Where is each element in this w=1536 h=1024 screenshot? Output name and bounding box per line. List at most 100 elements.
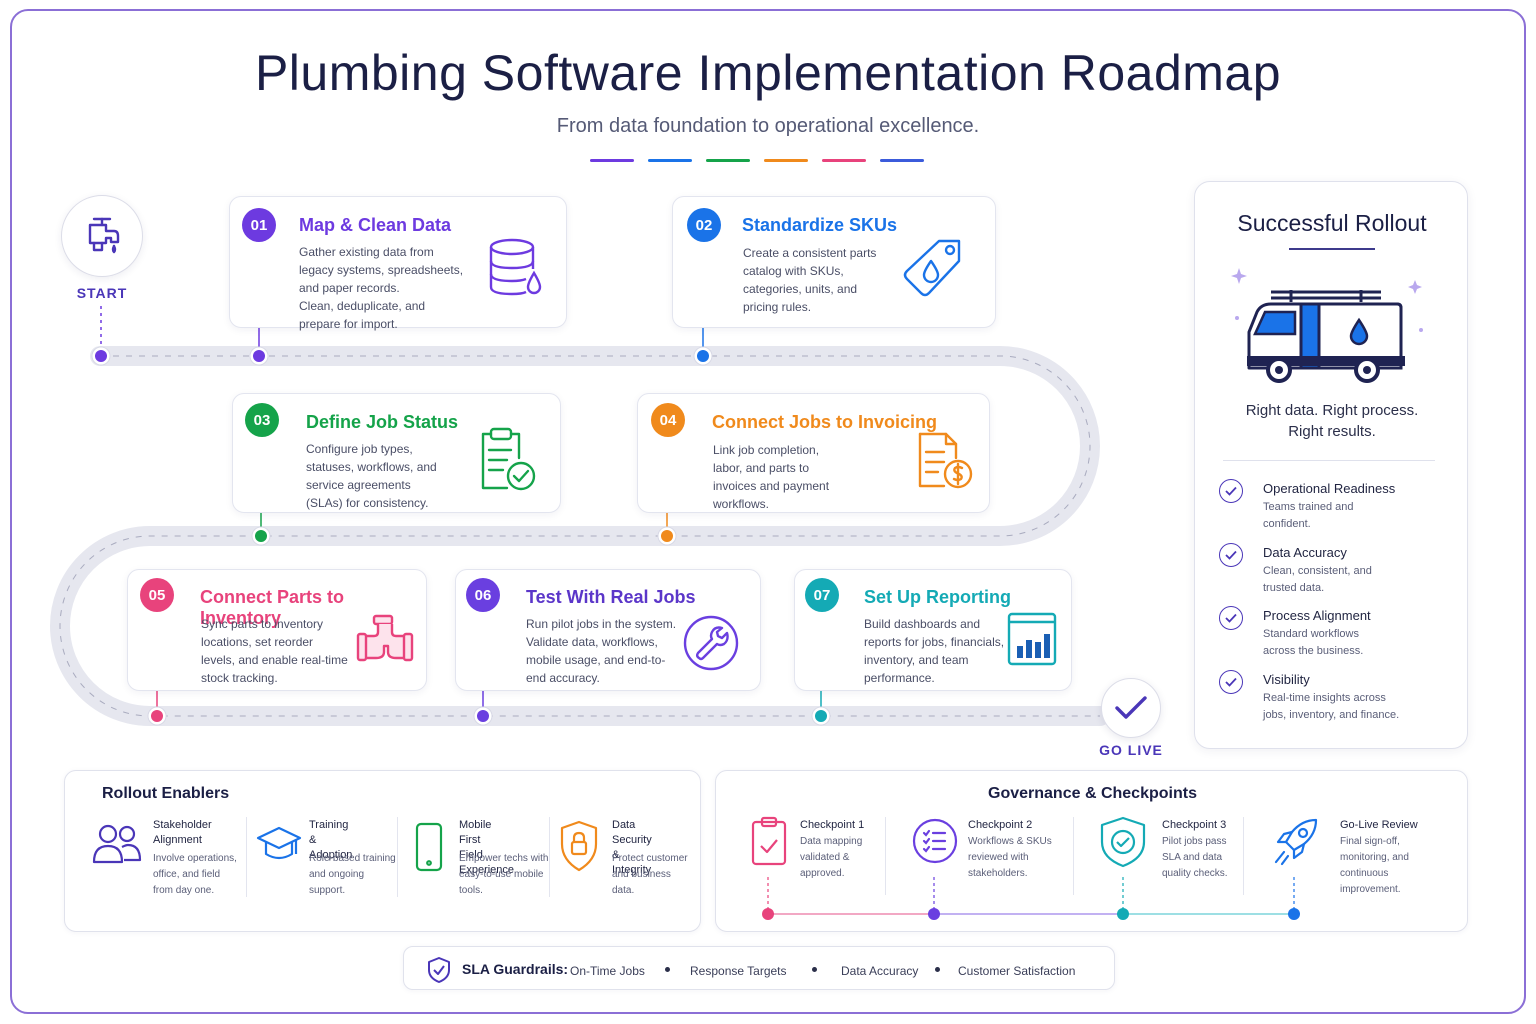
dash-pink <box>822 159 866 162</box>
desc-line: stakeholders. <box>968 868 1028 879</box>
divider <box>885 817 886 895</box>
desc-line: end accuracy. <box>526 671 600 685</box>
desc-line: across the business. <box>1263 645 1364 657</box>
desc-line: performance. <box>864 671 935 685</box>
shield-check-icon <box>428 957 450 983</box>
desc-line: Role-based training <box>309 853 396 864</box>
desc-line: pricing rules. <box>743 300 812 314</box>
step-card-03: 03 Define Job Status Configure job types… <box>232 393 561 513</box>
dash-orange <box>764 159 808 162</box>
desc-line: Gather existing data from <box>299 245 434 259</box>
sla-item: Customer Satisfaction <box>958 964 1076 978</box>
graduation-cap-icon <box>256 826 302 860</box>
step-title: Set Up Reporting <box>864 587 1011 607</box>
desc-line: Data mapping <box>800 836 863 847</box>
desc-line: and business <box>612 869 671 880</box>
bullet-dot <box>812 967 817 972</box>
step-desc: Link job completion, labor, and parts to… <box>713 441 829 513</box>
page-title: Plumbing Software Implementation Roadmap <box>254 45 1282 101</box>
title-line: Field Experience <box>459 849 515 876</box>
desc-line: stock tracking. <box>201 671 278 685</box>
database-icon <box>489 238 542 296</box>
desc-line: Standard workflows <box>1263 628 1359 640</box>
step-number: 03 <box>245 403 279 437</box>
divider <box>1073 817 1074 895</box>
title-line: Adoption <box>309 849 353 861</box>
check-circle-icon <box>1219 479 1243 503</box>
dash-purple <box>590 159 634 162</box>
desc-line: mobile usage, and end-to- <box>526 653 666 667</box>
desc-line: Pilot jobs pass <box>1162 836 1227 847</box>
sla-item: Data Accuracy <box>841 964 919 978</box>
step-desc: Gather existing data from legacy systems… <box>299 243 463 333</box>
step-title: Map & Clean Data <box>299 215 452 235</box>
dash-indigo <box>880 159 924 162</box>
rollout-item-desc: Teams trained and confident. <box>1263 499 1433 533</box>
desc-line: approved. <box>800 868 845 879</box>
panel-underline <box>1289 248 1375 250</box>
desc-line: SLA and data <box>1162 852 1223 863</box>
desc-line: statuses, workflows, and <box>306 460 437 474</box>
step-title: Connect Jobs to Invoicing <box>712 412 938 432</box>
rollout-item-title: Data Accuracy <box>1263 545 1347 560</box>
sla-item: Response Targets <box>690 964 787 978</box>
start-label: START <box>76 285 128 301</box>
desc-line: Link job completion, <box>713 443 820 457</box>
step-number: 06 <box>466 578 500 612</box>
people-icon <box>92 824 142 864</box>
title-line: Training & <box>309 819 349 846</box>
desc-line: support. <box>309 885 346 896</box>
desc-line: Clean, deduplicate, and <box>299 299 426 313</box>
step-card-05: 05 Connect Parts to Inventory Sync parts… <box>127 569 427 691</box>
pipe-icon <box>356 614 414 662</box>
tagline-line: Right data. Right process. <box>1245 402 1419 419</box>
tag-icon <box>903 239 961 297</box>
check-circle-icon <box>1219 543 1243 567</box>
step-desc: Create a consistent parts catalog with S… <box>743 244 876 316</box>
desc-line: invoices and payment <box>713 479 830 493</box>
desc-line: labor, and parts to <box>713 461 810 475</box>
desc-line: easy-to-use mobile <box>459 869 544 880</box>
step-card-07: 07 Set Up Reporting Build dashboards and… <box>794 569 1072 691</box>
panel-tagline: Right data. Right process. Right results… <box>1215 400 1449 442</box>
step-card-02: 02 Standardize SKUs Create a consistent … <box>672 196 996 328</box>
title-line: Stakeholder <box>153 819 212 831</box>
step-number: 01 <box>242 208 276 242</box>
desc-line: reviewed with <box>968 852 1029 863</box>
checkpoint-title: Checkpoint 3 <box>1162 819 1227 831</box>
desc-line: catalog with SKUs, <box>743 264 844 278</box>
desc-line: and paper records. <box>299 281 400 295</box>
desc-line: locations, set reorder <box>201 635 314 649</box>
checklist-icon <box>912 818 958 864</box>
shield-lock-icon <box>560 820 598 872</box>
title-line: Mobile First <box>459 819 492 846</box>
step-number: 02 <box>687 208 721 242</box>
tagline-line: Right results. <box>1288 423 1376 440</box>
desc-line: inventory, and team <box>864 653 969 667</box>
governance-title: Governance & Checkpoints <box>988 785 1197 802</box>
desc-line: prepare for import. <box>299 317 398 331</box>
step-number: 05 <box>140 578 174 612</box>
desc-line: Teams trained and <box>1263 501 1354 513</box>
service-van-icon <box>1231 268 1423 383</box>
checkpoint-title: Go-Live Review <box>1340 819 1418 831</box>
bullet-dot <box>935 967 940 972</box>
wrench-icon <box>683 615 739 671</box>
title-line: Data Security <box>612 819 652 846</box>
desc-line: legacy systems, spreadsheets, <box>299 263 464 277</box>
panel-divider <box>1223 460 1435 461</box>
desc-line: confident. <box>1263 518 1311 530</box>
checkmark-icon <box>1115 696 1147 719</box>
color-dash-row <box>590 159 924 162</box>
bullet-dot <box>665 967 670 972</box>
desc-line: office, and field <box>153 869 221 880</box>
desc-line: (SLAs) for consistency. <box>306 496 429 510</box>
sla-item: On-Time Jobs <box>570 964 645 978</box>
desc-line: Workflows & SKUs <box>968 836 1052 847</box>
